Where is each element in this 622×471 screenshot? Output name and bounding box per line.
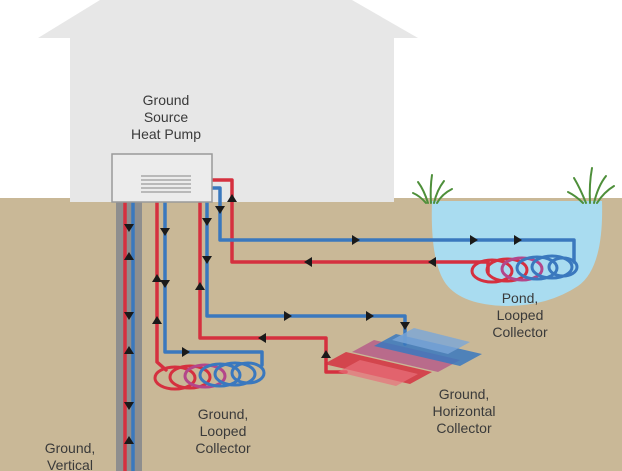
heat-pump-label-line-3: Heat Pump xyxy=(130,126,202,142)
heat-pump-unit-icon xyxy=(111,153,213,203)
vertical-collector-label: Ground, Vertical xyxy=(30,440,110,471)
horizontal-pipe-red xyxy=(198,199,348,374)
horizontal-label-line-2: Horizontal xyxy=(432,403,496,419)
pond-label-line-2: Looped xyxy=(496,307,544,323)
pond-water xyxy=(431,201,603,306)
grass-icon xyxy=(412,174,453,204)
grass-icon xyxy=(567,167,615,204)
vertical-borehole xyxy=(116,201,142,471)
heat-pump-label: Ground Source Heat Pump xyxy=(108,92,224,143)
heat-pump-label-line-1: Ground xyxy=(142,92,190,108)
looped-pipe-blue xyxy=(163,199,264,367)
vertical-label-line-2: Vertical xyxy=(47,457,93,471)
house xyxy=(38,0,418,202)
horizontal-label-line-1: Ground, xyxy=(438,386,490,402)
heat-pump-label-line-2: Source xyxy=(143,109,189,125)
pond-pipe-blue xyxy=(210,186,576,264)
horizontal-collector-label: Ground, Horizontal Collector xyxy=(414,386,514,437)
house-roof xyxy=(38,0,418,38)
looped-label-line-2: Looped xyxy=(199,423,247,439)
pond-label-line-3: Collector xyxy=(492,324,548,340)
looped-pipe-red xyxy=(155,199,168,372)
looped-collector-coils xyxy=(153,361,266,391)
pond-collector-coils xyxy=(470,254,579,284)
looped-label-line-3: Collector xyxy=(195,440,251,456)
pond-collector-label: Pond, Looped Collector xyxy=(474,290,566,341)
looped-label-line-1: Ground, xyxy=(197,406,249,422)
looped-collector-label: Ground, Looped Collector xyxy=(178,406,268,457)
horizontal-collector-coils xyxy=(324,328,482,386)
horizontal-label-line-3: Collector xyxy=(436,420,492,436)
pond-label-line-1: Pond, xyxy=(501,290,539,306)
flow-arrow-icon xyxy=(124,194,522,444)
vertical-label-line-1: Ground, xyxy=(44,440,96,456)
